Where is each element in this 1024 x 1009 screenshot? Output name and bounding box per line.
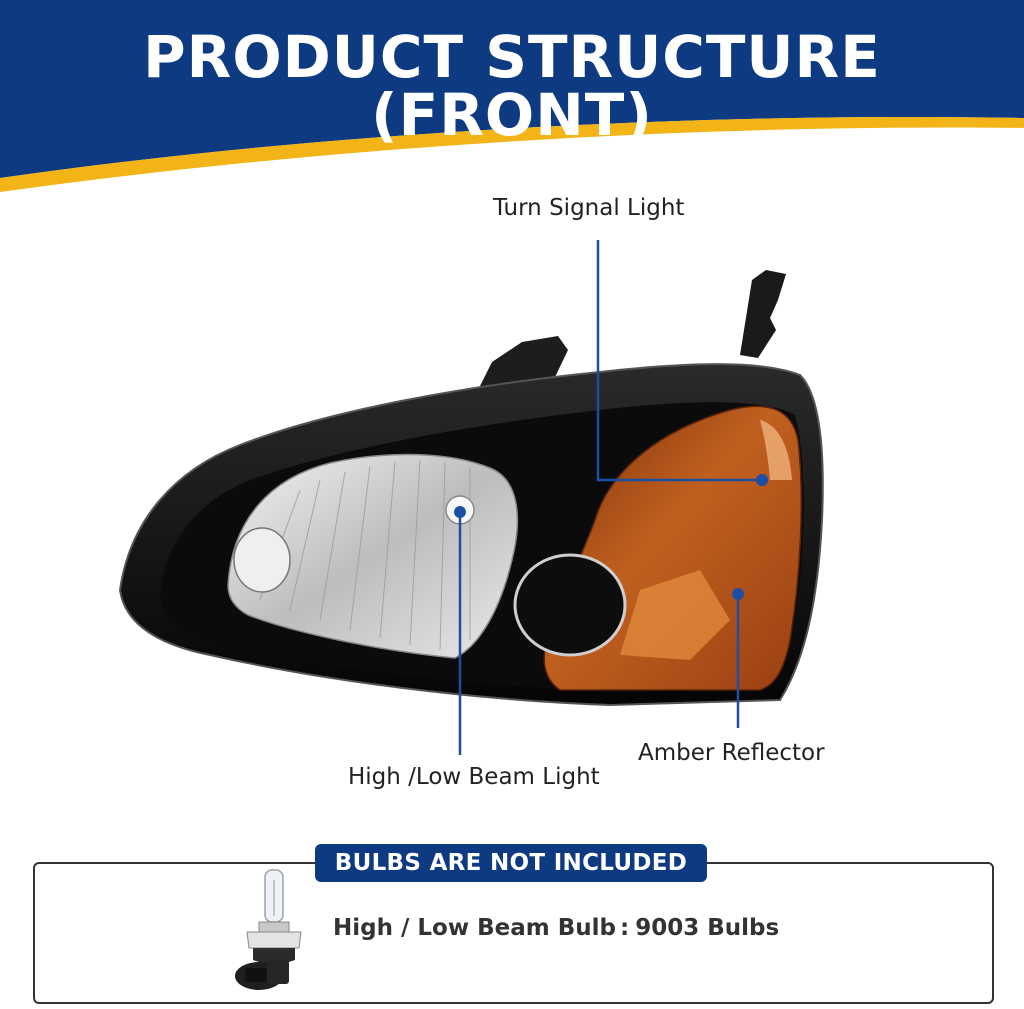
high-low-beam-light-label: High /Low Beam Light xyxy=(348,764,600,790)
headlight-assembly-image xyxy=(118,240,824,755)
bulb-spec-value: 9003 Bulbs xyxy=(635,915,780,941)
turn-signal-light-label: Turn Signal Light xyxy=(493,195,685,221)
amber-reflector-label: Amber Reflector xyxy=(638,740,825,766)
bulbs-not-included-tag: BULBS ARE NOT INCLUDED xyxy=(315,844,707,882)
bulb-spec-label: High / Low Beam Bulb xyxy=(333,915,616,941)
bulb-spec-line: High / Low Beam Bulb:9003 Bulbs xyxy=(333,915,779,941)
bulb-spec-separator: : xyxy=(619,915,630,941)
page-title: PRODUCT STRUCTURE (FRONT) xyxy=(143,23,881,149)
halogen-bulb-icon xyxy=(235,869,302,990)
header-banner xyxy=(0,0,1024,192)
